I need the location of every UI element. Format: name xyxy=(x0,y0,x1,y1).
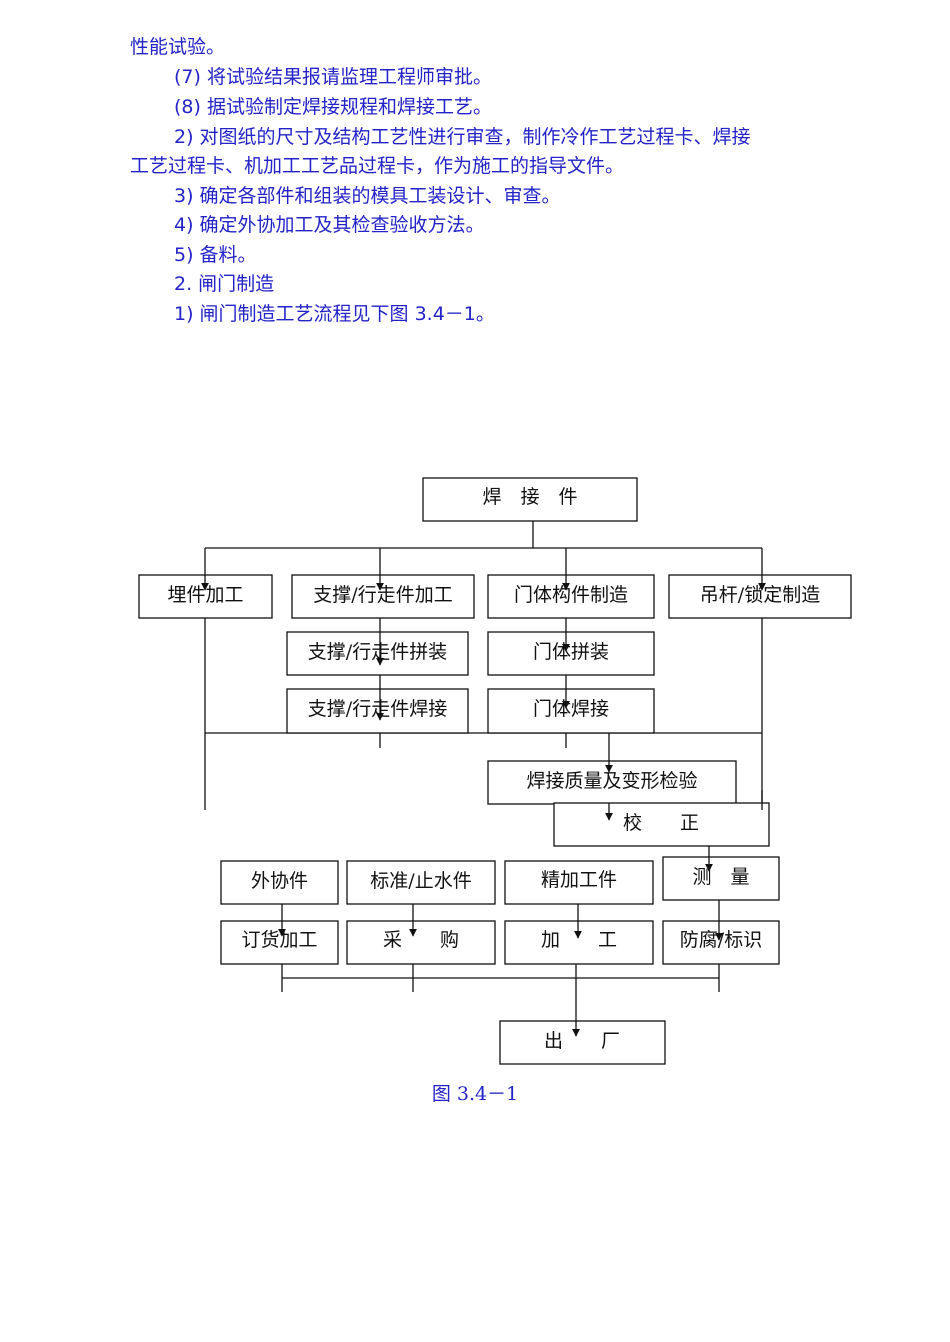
node-outsourced-label: 外协件 xyxy=(251,870,308,892)
node-support-machining: 支撑/行走件加工 xyxy=(291,574,475,619)
node-standard-seal-label: 标准/止水件 xyxy=(370,870,471,892)
node-support-assembly-label: 支撑/行走件拼装 xyxy=(308,641,447,663)
node-door-welding: 门体焊接 xyxy=(487,688,655,734)
node-measure-label: 测 量 xyxy=(692,866,749,888)
node-weld-inspection: 焊接质量及变形检验 xyxy=(487,760,737,805)
node-door-assembly-label: 门体拼装 xyxy=(533,641,609,663)
paragraph-item-3: 3) 确定各部件和组装的模具工装设计、审查。 xyxy=(174,185,561,207)
node-correction: 校 正 xyxy=(553,802,770,847)
node-finish-machined-label: 精加工件 xyxy=(541,869,617,891)
paragraph-step-8: (8) 据试验制定焊接规程和焊接工艺。 xyxy=(174,96,492,118)
node-ship-out: 出 厂 xyxy=(499,1020,666,1065)
node-outsourced: 外协件 xyxy=(220,860,339,905)
node-door-member-making: 门体构件制造 xyxy=(487,574,655,619)
node-weld-parts-label: 焊 接 件 xyxy=(482,486,577,508)
paragraph-flow-reference: 1) 闸门制造工艺流程见下图 3.4－1。 xyxy=(174,303,495,325)
node-machining-label: 加 工 xyxy=(541,929,617,951)
paragraph-test-end: 性能试验。 xyxy=(130,36,226,58)
node-anticorrosion-mark: 防腐/标识 xyxy=(662,920,780,965)
node-order-machining: 订货加工 xyxy=(220,920,339,965)
node-measure: 测 量 xyxy=(662,856,780,901)
node-support-machining-label: 支撑/行走件加工 xyxy=(313,584,452,606)
paragraph-item-2-line2: 工艺过程卡、机加工工艺品过程卡，作为施工的指导文件。 xyxy=(130,155,625,177)
figure-caption: 图 3.4－1 xyxy=(431,1083,519,1105)
node-anticorrosion-mark-label: 防腐/标识 xyxy=(680,929,762,951)
node-boom-lock-making-label: 吊杆/锁定制造 xyxy=(700,584,820,606)
node-machining: 加 工 xyxy=(504,920,654,965)
node-boom-lock-making: 吊杆/锁定制造 xyxy=(668,574,852,619)
node-finish-machined: 精加工件 xyxy=(504,860,654,905)
node-embed-machining-label: 埋件加工 xyxy=(167,584,243,606)
node-ship-out-label: 出 厂 xyxy=(544,1030,620,1052)
overlay-arrows xyxy=(201,575,766,1037)
node-support-assembly: 支撑/行走件拼装 xyxy=(286,631,469,676)
paragraph-item-2-line1: 2) 对图纸的尺寸及结构工艺性进行审查，制作冷作工艺过程卡、焊接 xyxy=(174,126,751,148)
paragraph-step-7: (7) 将试验结果报请监理工程师审批。 xyxy=(174,66,492,88)
node-correction-label: 校 正 xyxy=(623,812,699,834)
paragraph-item-5: 5) 备料。 xyxy=(174,244,257,266)
node-door-welding-label: 门体焊接 xyxy=(533,698,609,720)
paragraph-item-4: 4) 确定外协加工及其检查验收方法。 xyxy=(174,214,485,236)
node-weld-inspection-label: 焊接质量及变形检验 xyxy=(526,770,697,792)
node-standard-seal: 标准/止水件 xyxy=(346,860,496,905)
section-heading-gate-manufacturing: 2. 闸门制造 xyxy=(174,273,275,295)
node-support-welding-label: 支撑/行走件焊接 xyxy=(308,698,447,720)
node-purchase-label: 采 购 xyxy=(383,929,459,951)
node-door-assembly: 门体拼装 xyxy=(487,631,655,676)
node-weld-parts: 焊 接 件 xyxy=(422,477,638,522)
node-door-member-making-label: 门体构件制造 xyxy=(514,584,628,606)
node-support-welding: 支撑/行走件焊接 xyxy=(286,688,469,734)
node-purchase: 采 购 xyxy=(346,920,496,965)
node-order-machining-label: 订货加工 xyxy=(241,929,317,951)
